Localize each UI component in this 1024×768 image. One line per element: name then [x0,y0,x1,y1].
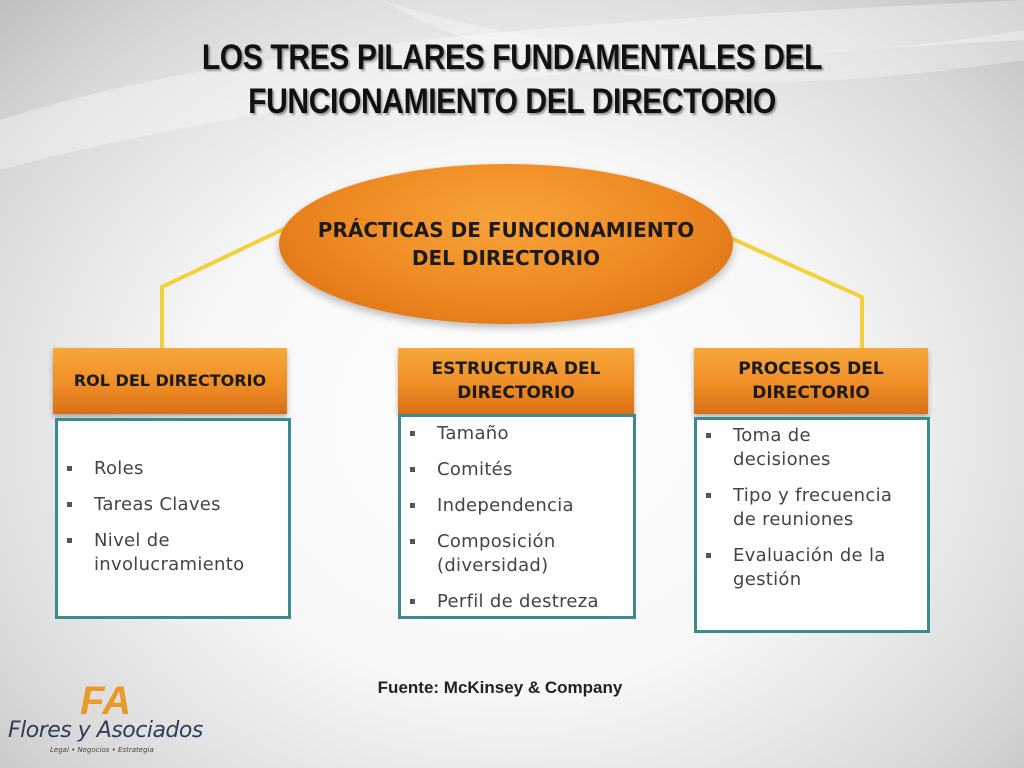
pillar-header-line-1: ESTRUCTURA DEL [431,359,601,379]
list-item: Roles [58,457,288,481]
logo-tagline: Legal • Negocios • Estrategia [50,746,154,754]
connector-left [160,224,291,350]
list-item: Evaluación de la gestión [697,544,897,592]
center-line-1: PRÁCTICAS DE FUNCIONAMIENTO [317,218,695,242]
connector-right [725,234,864,350]
logo-company-name: Flores y Asociados [8,718,203,743]
logo-monogram: FA [80,679,131,723]
pillar-header-line-2: DIRECTORIO [457,383,575,403]
list-item: Composición (diversidad) [401,530,623,578]
pillar-header-line-2: DIRECTORIO [752,383,870,403]
list-item: Independencia [401,494,623,518]
pillar-header-rol: ROL DEL DIRECTORIO [53,348,287,414]
list-item: Toma de decisiones [697,424,897,472]
pillar-header-line-1: PROCESOS DEL [738,359,884,379]
pillar-header-procesos: PROCESOS DEL DIRECTORIO [694,348,928,414]
source-citation: Fuente: McKinsey & Company [377,678,623,697]
pillar-content-estructura: Tamaño Comités Independencia Composición… [398,414,636,619]
title-line-2: FUNCIONAMIENTO DEL DIRECTORIO [248,82,776,121]
list-item: Tareas Claves [58,493,288,517]
slide-title: LOS TRES PILARES FUNDAMENTALES DEL FUNCI… [72,36,953,124]
center-practices-ellipse: PRÁCTICAS DE FUNCIONAMIENTO DEL DIRECTOR… [279,164,733,324]
pillar-content-procesos: Toma de decisiones Tipo y frecuencia de … [694,417,930,633]
company-logo-monogram: FA [80,679,131,723]
pillar-header-line-1: ROL DEL DIRECTORIO [73,371,267,390]
list-item: Perfil de destreza [401,590,623,614]
title-line-1: LOS TRES PILARES FUNDAMENTALES DEL [201,38,823,77]
center-line-2: DEL DIRECTORIO [411,246,601,270]
list-item: Tipo y frecuencia de reuniones [697,484,897,532]
list-item: Comités [401,458,623,482]
pillar-content-rol: Roles Tareas Claves Nivel de involucrami… [55,418,291,619]
list-item: Nivel de involucramiento [58,529,288,577]
list-item: Tamaño [401,422,623,446]
pillar-header-estructura: ESTRUCTURA DEL DIRECTORIO [398,348,634,414]
